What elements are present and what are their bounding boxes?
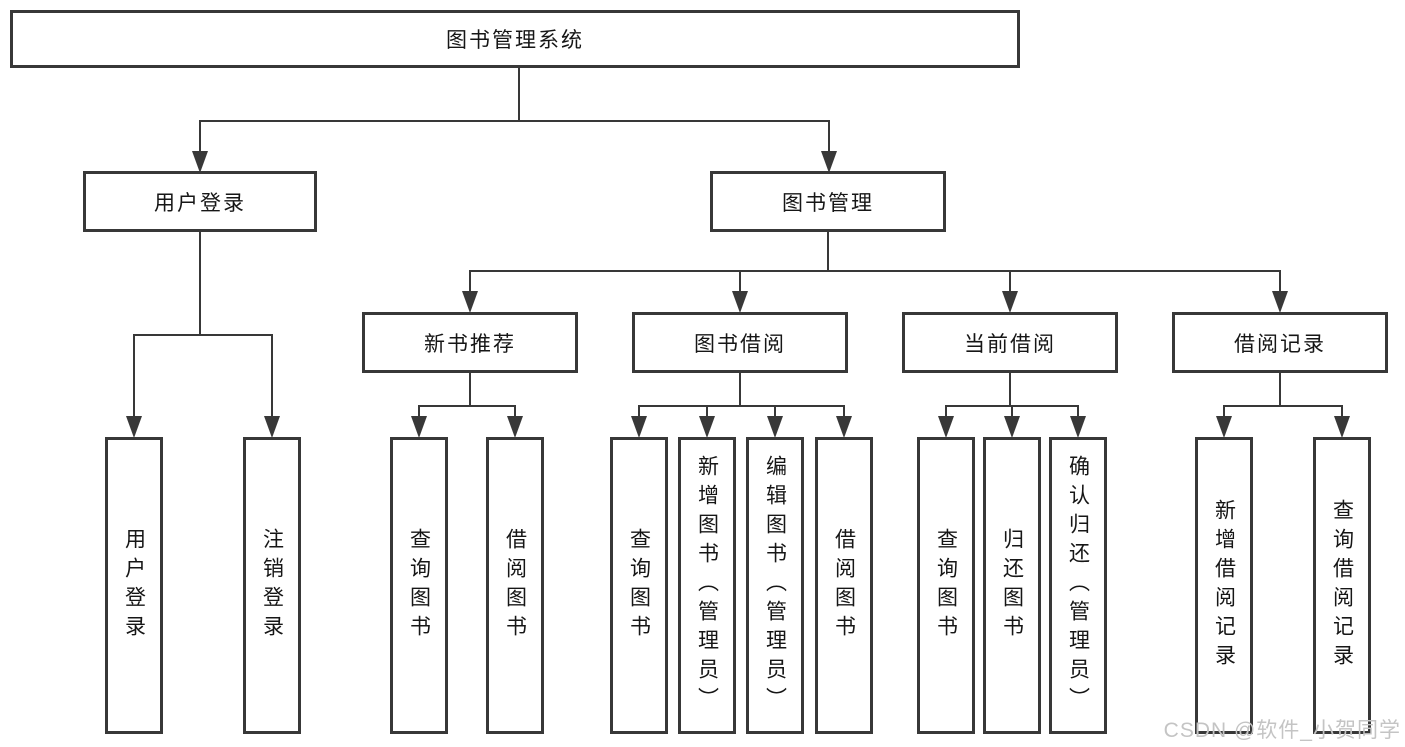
connector-arrow-icon [264,416,280,438]
connector-arrow-icon [411,416,427,438]
connector-line [1011,405,1013,421]
connector-line [1341,405,1343,421]
node-borrow-record: 借阅记录 [1172,312,1388,373]
connector-line [1077,405,1079,421]
connector-line [1223,405,1343,407]
node-book-borrow-label: 图书借阅 [694,332,786,356]
connector-line [739,372,741,407]
node-leaf-query-book-3: 查询图书 [917,437,975,734]
watermark: CSDN @软件_小贺同学 [1163,719,1401,742]
node-leaf-label: 查询图书 [627,527,651,644]
connector-line [1009,372,1011,407]
node-new-book-recommend-label: 新书推荐 [424,332,516,356]
connector-arrow-icon [631,416,647,438]
connector-arrow-icon [767,416,783,438]
node-current-borrow-label: 当前借阅 [964,332,1056,356]
node-new-book-recommend: 新书推荐 [362,312,578,373]
node-leaf-user-login: 用户登录 [105,437,163,734]
node-leaf-borrow-book-2: 借阅图书 [815,437,873,734]
connector-arrow-icon [821,151,837,173]
node-leaf-label: 确认归还（管理员） [1066,455,1090,716]
connector-arrow-icon [1272,291,1288,313]
connector-arrow-icon [699,416,715,438]
connector-line [638,405,640,421]
connector-line [1009,270,1011,293]
node-leaf-label: 借阅图书 [832,527,856,644]
node-leaf-confirm-return-admin: 确认归还（管理员） [1049,437,1107,734]
node-leaf-logout: 注销登录 [243,437,301,734]
connector-line [469,270,1281,272]
connector-line [828,120,830,154]
connector-line [199,120,830,122]
node-borrow-record-label: 借阅记录 [1234,332,1326,356]
node-leaf-label: 注销登录 [260,527,284,644]
connector-arrow-icon [1070,416,1086,438]
connector-line [469,270,471,293]
node-user-login: 用户登录 [83,171,317,232]
connector-line [133,334,273,336]
node-leaf-label: 借阅图书 [503,527,527,644]
node-leaf-label: 查询图书 [934,527,958,644]
node-book-borrow: 图书借阅 [632,312,848,373]
node-leaf-label: 编辑图书（管理员） [763,455,787,716]
connector-line [1223,405,1225,421]
node-leaf-label: 用户登录 [122,527,146,644]
connector-line [827,231,829,272]
connector-arrow-icon [462,291,478,313]
node-leaf-add-book-admin: 新增图书（管理员） [678,437,736,734]
node-book-management-label: 图书管理 [782,191,874,215]
connector-line [271,334,273,417]
connector-line [514,405,516,421]
node-leaf-return-book: 归还图书 [983,437,1041,734]
connector-arrow-icon [1004,416,1020,438]
node-current-borrow: 当前借阅 [902,312,1118,373]
node-user-login-label: 用户登录 [154,191,246,215]
node-root-label: 图书管理系统 [446,29,584,52]
connector-arrow-icon [732,291,748,313]
connector-line [638,405,845,407]
node-leaf-label: 新增借阅记录 [1212,498,1236,673]
node-leaf-borrow-book-1: 借阅图书 [486,437,544,734]
connector-line [1279,372,1281,407]
connector-line [133,334,135,417]
connector-line [739,270,741,293]
node-leaf-add-borrow-record: 新增借阅记录 [1195,437,1253,734]
connector-arrow-icon [192,151,208,173]
connector-line [518,68,520,121]
node-leaf-label: 查询借阅记录 [1330,498,1354,673]
connector-line [469,372,471,407]
connector-line [418,405,420,421]
connector-line [706,405,708,421]
connector-line [199,231,201,336]
connector-arrow-icon [1334,416,1350,438]
connector-line [843,405,845,421]
node-leaf-edit-book-admin: 编辑图书（管理员） [746,437,804,734]
connector-line [418,405,516,407]
connector-line [199,120,201,154]
node-leaf-label: 归还图书 [1000,527,1024,644]
connector-line [1279,270,1281,293]
connector-arrow-icon [1002,291,1018,313]
connector-arrow-icon [126,416,142,438]
connector-arrow-icon [507,416,523,438]
connector-arrow-icon [836,416,852,438]
connector-line [774,405,776,421]
node-leaf-query-book-1: 查询图书 [390,437,448,734]
node-leaf-label: 新增图书（管理员） [695,455,719,716]
connector-arrow-icon [938,416,954,438]
node-book-management: 图书管理 [710,171,946,232]
connector-arrow-icon [1216,416,1232,438]
node-leaf-query-book-2: 查询图书 [610,437,668,734]
node-root: 图书管理系统 [10,10,1020,68]
node-leaf-label: 查询图书 [407,527,431,644]
connector-line [945,405,947,421]
node-leaf-query-borrow-record: 查询借阅记录 [1313,437,1371,734]
